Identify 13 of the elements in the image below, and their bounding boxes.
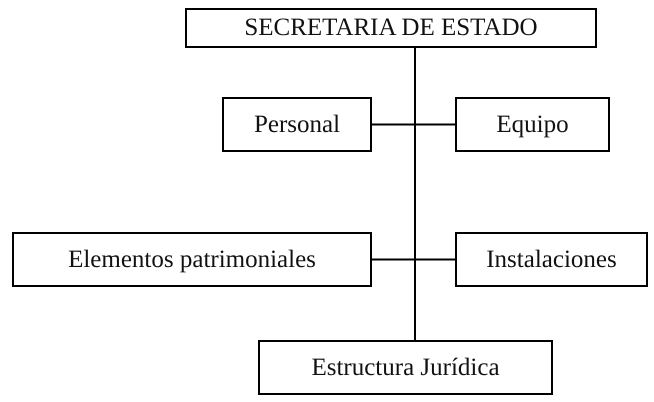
box-label: SECRETARIA DE ESTADO: [244, 14, 538, 42]
org-box: [455, 97, 610, 152]
box-label: Instalaciones: [486, 246, 617, 274]
org-box: [185, 8, 597, 48]
org-box: [222, 97, 372, 152]
org-box: [258, 340, 553, 395]
box-label: Elementos patrimoniales: [68, 246, 316, 274]
connector-line: [414, 48, 416, 340]
box-label: Equipo: [496, 110, 569, 138]
org-box: [12, 232, 372, 287]
box-label: Personal: [254, 110, 340, 138]
box-label: Estructura Jurídica: [311, 354, 500, 382]
org-box: [455, 232, 648, 287]
